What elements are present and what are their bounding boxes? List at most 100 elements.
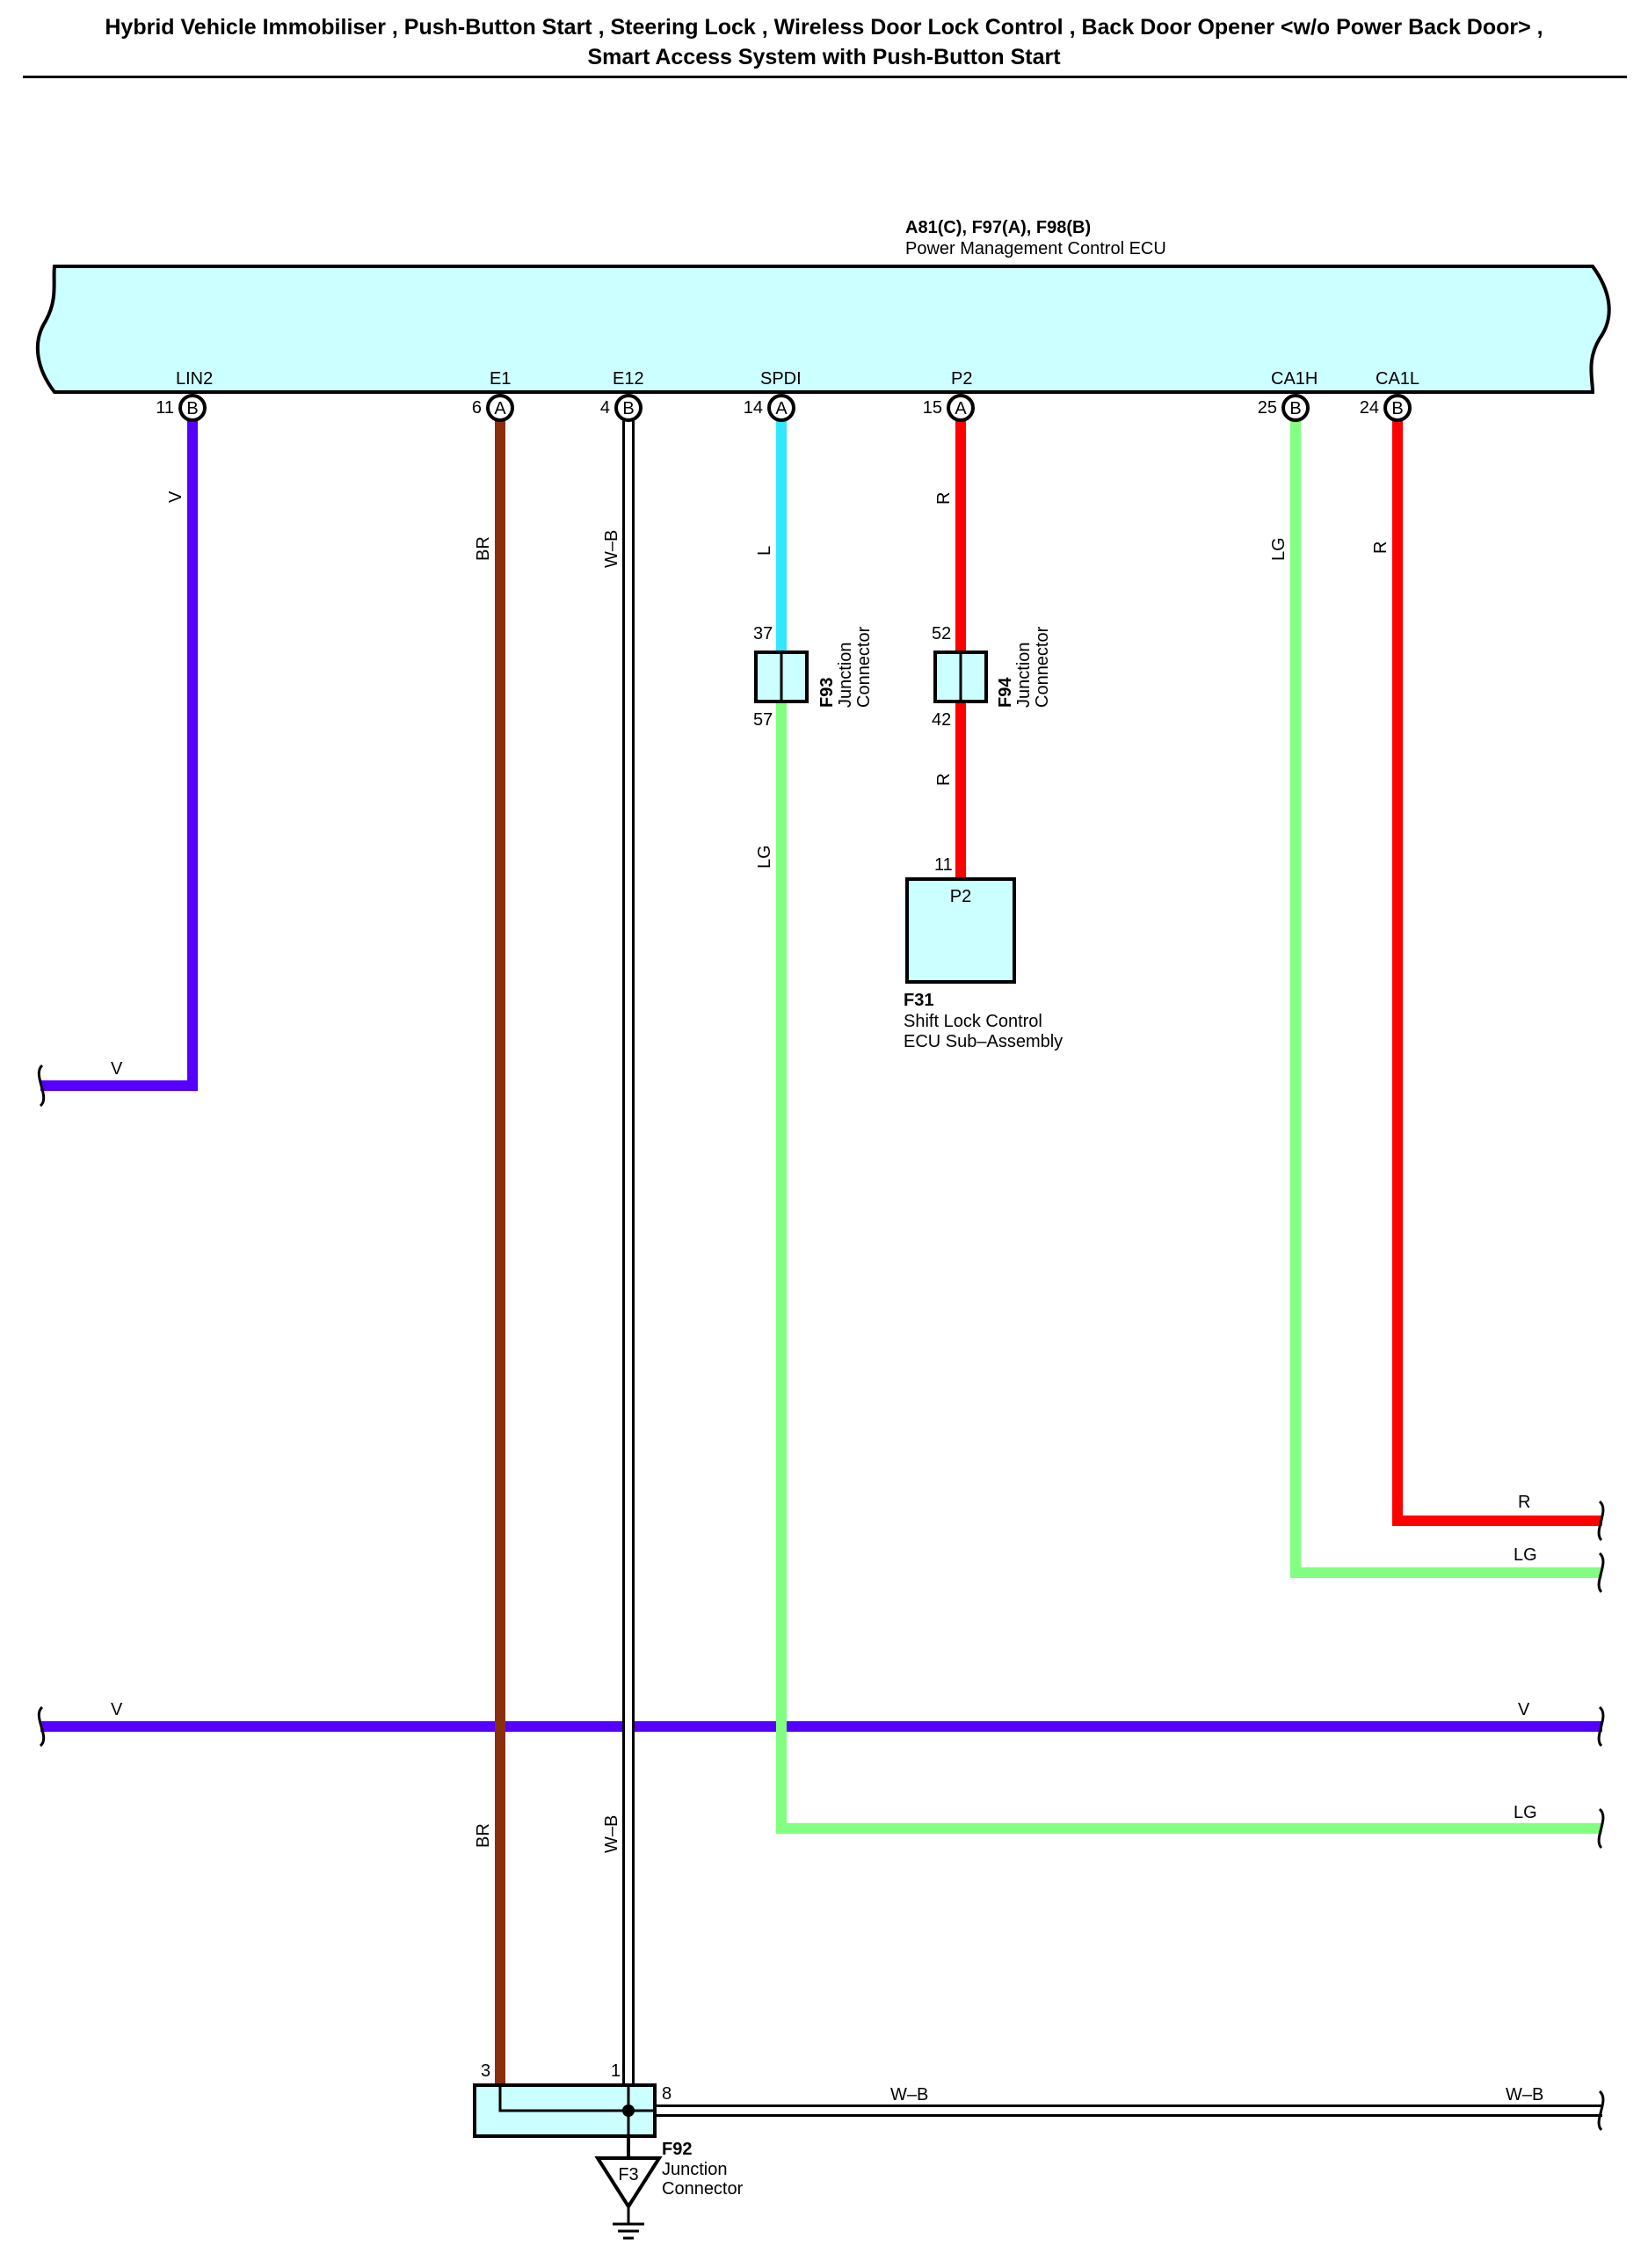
ground-triangle: [594, 2156, 663, 2210]
wire-ca1h: [1290, 418, 1602, 1578]
pin-ca1h-circle: [1281, 394, 1310, 422]
f92-splice-dot: [622, 2104, 635, 2117]
junction-connector-f93: 37 57 F93 Junction Connector: [753, 624, 874, 730]
shift-lock-control-ecu-f31: 11 P2 F31 Shift Lock Control ECU Sub–Ass…: [904, 855, 1063, 1051]
pin-lin2-name: LIN2: [176, 369, 213, 389]
wire-label-spdi-upper: L: [755, 546, 774, 556]
wire-label-v-right: V: [1518, 1700, 1530, 1719]
title-line-2: Smart Access System with Push-Button Sta…: [587, 45, 1061, 69]
wire-label-ca1l-exit: R: [1518, 1493, 1530, 1512]
f93-line2: Connector: [854, 626, 874, 708]
wire-label-spdi-exit: LG: [1514, 1803, 1537, 1822]
wire-label-e1-lower: BR: [474, 1823, 493, 1848]
pin-ca1l-name: CA1L: [1376, 369, 1419, 389]
wire-label-ca1h-exit: LG: [1514, 1545, 1537, 1565]
pin-p2: P2 15 A: [923, 369, 975, 422]
wire-label-spdi-lower: LG: [755, 845, 774, 869]
f31-terminal: P2: [950, 887, 971, 906]
pin-spdi-circle: [767, 394, 795, 422]
f93-code: F93: [817, 678, 837, 708]
pin-e12: E12 4 B: [600, 369, 644, 422]
wire-label-p2-lower: R: [934, 774, 954, 786]
wire-label-v-left: V: [111, 1700, 123, 1719]
ecu-connectors-label: A81(C), F97(A), F98(B): [905, 218, 1091, 237]
title-line-1: Hybrid Vehicle Immobiliser , Push-Button…: [105, 15, 1543, 40]
pin-e12-circle: [614, 394, 643, 422]
f31-body: [905, 877, 1016, 984]
pin-spdi-number: 14: [744, 398, 763, 418]
f93-pin-out: 57: [753, 710, 773, 730]
pin-lin2-circle: [178, 394, 207, 422]
f92-internal-e1: [498, 2085, 628, 2112]
f94-pin-in: 52: [932, 624, 951, 643]
wire-label-e12-lower: W–B: [602, 1815, 621, 1853]
pin-lin2-connector: B: [186, 399, 198, 418]
f94-code: F94: [996, 677, 1015, 708]
break-mark-f92-out: [1597, 2090, 1605, 2132]
wire-label-e1: BR: [474, 536, 493, 561]
pin-ca1h-name: CA1H: [1271, 369, 1318, 389]
pin-p2-connector: A: [955, 399, 967, 418]
wire-label-lin2: V: [166, 491, 185, 503]
pin-ca1l-circle: [1383, 394, 1412, 422]
f94-line1: Junction: [1014, 643, 1034, 709]
f92-code: F92: [662, 2140, 692, 2159]
pin-p2-number: 15: [923, 398, 942, 418]
f31-pin: 11: [934, 855, 953, 875]
pin-spdi: SPDI 14 A: [744, 369, 802, 422]
f92-line1: Junction: [662, 2160, 728, 2179]
pin-lin2-number: 11: [156, 398, 174, 418]
wire-label-ca1l: R: [1371, 542, 1390, 554]
pin-spdi-connector: A: [775, 399, 788, 418]
f94-pin-out: 42: [932, 710, 951, 730]
break-mark-lin2: [37, 1064, 46, 1108]
f31-line1: Shift Lock Control: [904, 1012, 1042, 1031]
f92-pin-out: 8: [662, 2084, 672, 2104]
break-mark-ca1h: [1597, 1552, 1605, 1594]
pin-p2-circle: [947, 394, 975, 422]
pin-e1-number: 6: [472, 398, 482, 418]
f93-line1: Junction: [836, 643, 855, 709]
f92-pin-e1: 3: [481, 2061, 490, 2081]
ground-label: F3: [618, 2165, 638, 2184]
wire-label-p2-upper: R: [934, 492, 954, 505]
title-rule: [23, 76, 1627, 78]
break-mark-v-right: [1597, 1705, 1605, 1748]
junction-connector-f92: 3 1 8 F92 Junction Connector: [473, 2061, 744, 2199]
wire-label-f92-out-mid: W–B: [890, 2085, 928, 2104]
wire-label-lin2-exit: V: [111, 1059, 123, 1079]
wire-spdi-lower: [776, 703, 1602, 1834]
f31-code: F31: [904, 991, 933, 1010]
break-mark-ca1l: [1597, 1500, 1605, 1542]
pin-e1-name: E1: [490, 369, 511, 389]
wire-label-f92-out-right: W–B: [1506, 2085, 1543, 2104]
wire-lin2: [40, 418, 198, 1091]
pin-e12-number: 4: [600, 398, 610, 418]
pin-spdi-name: SPDI: [760, 369, 802, 389]
junction-connector-f94: 52 42 F94 Junction Connector: [932, 624, 1052, 730]
f92-pin-e12: 1: [611, 2061, 621, 2081]
pin-ca1h: CA1H 25 B: [1258, 369, 1318, 422]
ecu-name-label: Power Management Control ECU: [905, 239, 1166, 258]
f31-line2: ECU Sub–Assembly: [904, 1032, 1063, 1051]
pin-ca1h-connector: B: [1289, 399, 1301, 418]
pin-ca1l-connector: B: [1391, 399, 1403, 418]
break-mark-v-left: [37, 1705, 46, 1748]
f94-line2: Connector: [1033, 626, 1052, 708]
pin-ca1l: CA1L 24 B: [1360, 369, 1419, 422]
f92-line2: Connector: [662, 2179, 744, 2199]
pin-p2-name: P2: [951, 369, 972, 389]
pin-e12-connector: B: [622, 399, 634, 418]
pin-lin2: LIN2 11 B: [156, 369, 213, 422]
pin-e1-circle: [486, 394, 514, 422]
f93-pin-in: 37: [753, 624, 773, 643]
ground-f3: F3: [594, 2136, 663, 2240]
pin-e12-name: E12: [613, 369, 644, 389]
page-title: Hybrid Vehicle Immobiliser , Push-Button…: [0, 12, 1648, 72]
power-management-ecu: [35, 265, 1611, 394]
wire-label-ca1h: LG: [1269, 537, 1289, 561]
wire-label-e12: W–B: [602, 530, 621, 568]
pin-ca1l-number: 24: [1360, 398, 1379, 418]
pin-e1-connector: A: [494, 399, 506, 418]
